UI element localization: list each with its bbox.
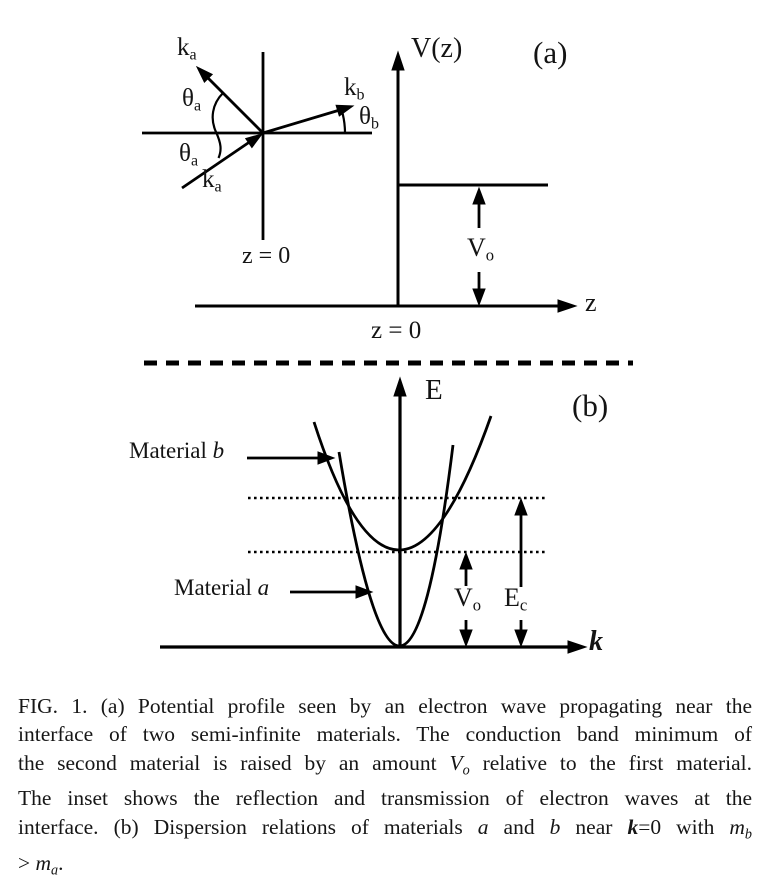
caption-text: V [449,750,463,775]
theta-b-arc [340,109,347,134]
e-axis-label: E [425,376,443,405]
label-base: Material [174,575,258,600]
panel-a-vo-label: Vo [467,235,494,264]
label-sub: o [472,595,482,615]
label-italic: a [257,575,270,600]
figure-caption: FIG. 1. (a) Potential profile seen by an… [18,692,752,879]
label-text: V(z) [411,33,463,64]
caption-text: > [18,850,36,875]
reflected-k-label: ka [177,35,197,63]
incident-wavevector-line [181,139,252,190]
label-text: z = 0 [242,243,291,269]
transmitted-k-label: kb [344,75,365,103]
label-sub: a [189,46,197,64]
theta-b-label: θb [359,104,379,132]
v-axis-label: V(z) [411,35,462,63]
label-sub: a [214,178,222,196]
v-axis-arrowhead-icon [391,50,405,71]
label-base: k [177,34,190,61]
caption-text: relative to the first material. [469,750,753,775]
label-base: V [454,583,473,612]
caption-text: o [462,762,470,779]
caption-line: the second material is raised by an amou… [18,749,752,785]
caption-line: > ma. [18,849,752,879]
transmitted-wavevector-line [262,108,342,135]
label-sub: a [193,97,202,115]
inset-interface-diagram [142,52,372,240]
theta-a-upper-label: θa [182,86,201,114]
incident-k-label: ka [202,167,222,195]
k-axis-arrowhead-icon [567,640,588,654]
label-text: E [425,374,443,406]
material-a-parabola [337,444,455,648]
panel-b-dispersion-plot [160,376,588,654]
inset-interface-z0-label: z = 0 [242,244,290,268]
panel-a-potential-plot [195,50,578,313]
material-b-parabola [312,415,493,552]
label-base: Material [129,438,213,463]
label-text: z = 0 [371,317,422,344]
panel-b-ec-label: Ec [504,585,527,614]
caption-line: interface. (b) Dispersion relations of m… [18,813,752,849]
label-base: V [467,233,486,262]
label-base: θ [179,140,191,167]
label-base: E [504,583,520,612]
caption-text: =0 with [638,814,730,839]
label-sub: c [519,595,528,615]
theta-a-arc [211,92,224,159]
material-b-pointer-arrowhead-icon [317,451,336,465]
material-a-pointer-arrowhead-icon [355,585,374,599]
incident-arrowhead-icon [244,133,264,149]
caption-text: m [35,850,52,875]
caption-text: interface. (b) Dispersion relations of m… [18,814,478,839]
material-b-label: Material b [129,439,224,462]
label-text: (a) [533,35,568,70]
caption-text: a [477,814,489,839]
caption-text: The inset shows the reflection and trans… [18,786,752,811]
panel-a-origin-label: z = 0 [371,318,421,343]
label-sub: a [190,152,199,170]
caption-text: k [627,814,639,839]
reflected-arrowhead-icon [195,65,214,84]
label-sub: b [370,115,379,133]
label-sub: o [485,245,495,265]
z-axis-label: z [585,290,597,316]
label-base: k [202,166,215,193]
caption-text: and [488,814,550,839]
caption-text: FIG. 1. (a) Potential profile seen by an… [18,694,752,718]
e-axis-arrowhead-icon [393,376,407,397]
label-sub: b [356,86,365,104]
panel-b-vo-label: Vo [454,585,481,614]
theta-a-lower-label: θa [179,141,198,169]
caption-line: The inset shows the reflection and trans… [18,784,752,812]
material-a-label: Material a [174,576,269,599]
label-base: k [344,74,357,101]
reflected-wavevector-line [205,75,264,134]
transmitted-arrowhead-icon [335,104,355,117]
caption-text: the second material is raised by an amou… [18,750,450,775]
panel-b-tag: (b) [572,390,608,421]
ec-down-arrowhead-icon [514,629,528,648]
caption-text: a [51,861,59,878]
caption-text: b [744,826,752,843]
caption-text: interface of two semi-infinite materials… [18,722,752,747]
label-italic: b [212,438,225,463]
label-text: k [589,626,603,657]
caption-line: FIG. 1. (a) Potential profile seen by an… [18,692,752,720]
vo-down-arrowhead-icon [472,288,486,307]
figure-canvas [142,50,633,654]
caption-text: b [549,814,561,839]
label-base: θ [359,103,371,130]
z-axis-arrowhead-icon [557,299,578,313]
caption-text: near [560,814,628,839]
label-text: z [585,288,597,317]
vo-b-down-arrowhead-icon [459,629,473,648]
label-text: (b) [572,388,609,423]
k-axis-label: k [589,628,603,656]
caption-text: . [58,850,64,875]
label-base: θ [182,85,194,112]
caption-text: m [729,814,745,839]
caption-line: interface of two semi-infinite materials… [18,720,752,748]
panel-a-tag: (a) [533,37,567,68]
